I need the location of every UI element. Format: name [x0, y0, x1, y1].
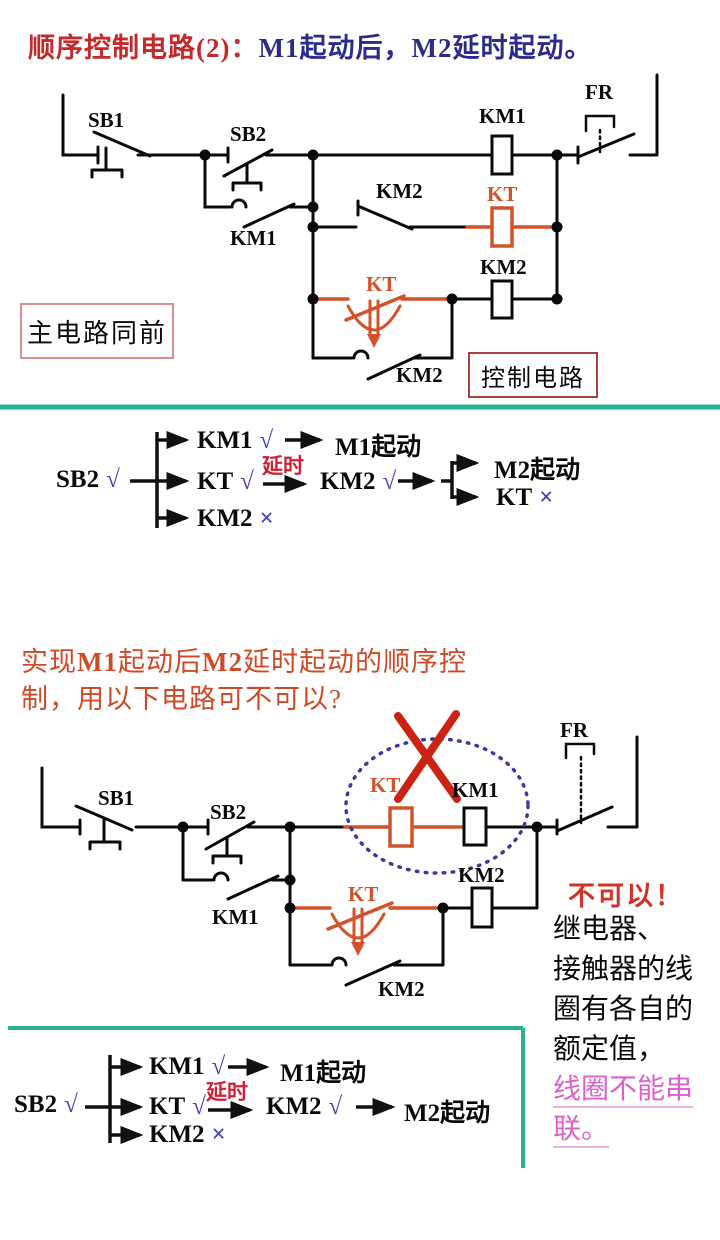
c1-km1-coil-label: KM1 — [479, 104, 526, 128]
c2-sb1-label: SB1 — [98, 786, 135, 810]
c2-km1-coil-label: KM1 — [452, 778, 499, 802]
c1-km1-aux-label: KM1 — [230, 226, 277, 250]
c2-kt-contact-label: KT — [348, 882, 379, 906]
c1-sb1-label: SB1 — [88, 108, 125, 132]
flow2-km2-off: KM2× — [149, 1121, 226, 1148]
flow2-km1: KM1√ — [149, 1053, 226, 1080]
c1-km2-nc-label: KM2 — [376, 179, 423, 203]
c1-km2-coil-label: KM2 — [480, 255, 527, 279]
verdict-line: 继电器、 — [553, 914, 666, 945]
question-line2: 制，用以下电路可不可以? — [21, 684, 342, 714]
check-mark: √ — [192, 1093, 206, 1120]
flow2-arrows — [85, 1055, 396, 1145]
flow1-kt-off: KT× — [496, 484, 554, 511]
kt-delay-arrow-icon — [351, 942, 365, 956]
c1-km2-aux-label: KM2 — [396, 363, 443, 387]
control-circuit-note: 控制电路 — [481, 365, 585, 392]
series-coils-ellipse-marker — [344, 737, 530, 875]
c2-km2-coil-label: KM2 — [458, 863, 505, 887]
km1-coil-symbol — [490, 134, 514, 176]
flow1-start: SB2√ — [56, 466, 120, 494]
main-circuit-note: 主电路同前 — [26, 318, 167, 348]
flow1-delay-label: 延时 — [262, 454, 304, 478]
circuit2-coils — [388, 806, 494, 929]
verdict-body: 继电器、 接触器的线 圈有各自的 额定值， 线圈不能串 联。 — [553, 910, 694, 1150]
flow1-km1: KM1√ — [197, 427, 274, 454]
kt-coil-symbol — [490, 206, 514, 248]
km2-coil-symbol — [470, 886, 494, 929]
c1-kt-contact-label: KT — [366, 272, 397, 296]
flow1-sb2: SB2 — [56, 466, 100, 493]
circuit2-junction-dots — [177, 821, 543, 914]
circuit2-wires — [40, 735, 639, 987]
verdict-line: 额定值， — [553, 1034, 666, 1065]
check-mark: √ — [328, 1093, 343, 1120]
flow1-m2-result: M2起动 — [494, 457, 581, 484]
flow1-kt: KT√ — [197, 468, 254, 495]
circuit2-orange-wires — [288, 825, 466, 946]
page-title: 顺序控制电路(2)：M1起动后，M2延时起动。 — [28, 26, 592, 65]
c2-kt-coil-label: KT — [370, 773, 401, 797]
c2-fr-label: FR — [560, 718, 588, 742]
cross-mark: × — [259, 505, 274, 532]
check-mark: √ — [211, 1053, 226, 1080]
flow1-arrows — [130, 430, 480, 528]
flow2-km2: KM2√ — [266, 1093, 343, 1120]
cross-mark: × — [211, 1121, 226, 1148]
control-circuit-note-box: 控制电路 — [468, 352, 598, 398]
kt-delay-arrow-icon — [367, 334, 381, 348]
circuit1-orange-wires — [311, 225, 559, 338]
cross-out-x-icon — [394, 710, 461, 803]
flow2-kt: KT√ — [149, 1093, 206, 1120]
verdict-pink-line: 线圈不能串 — [553, 1070, 694, 1110]
flow2-m2-result: M2起动 — [404, 1100, 491, 1127]
kt-coil-symbol — [388, 806, 414, 848]
c1-sb2-label: SB2 — [230, 122, 267, 146]
flow2-sb2: SB2 — [14, 1091, 58, 1118]
title-rest: M1起动后，M2延时起动。 — [258, 33, 593, 63]
question-text: 实现M1起动后M2延时起动的顺序控 制，用以下电路可不可以? — [21, 644, 467, 718]
flow1-km2: KM2√ — [320, 468, 397, 495]
circuit1-wires — [61, 73, 659, 381]
km2-coil-symbol — [490, 279, 514, 320]
c1-kt-coil-label: KT — [487, 182, 518, 206]
check-mark: √ — [64, 1091, 78, 1118]
main-circuit-note-box: 主电路同前 — [20, 303, 174, 359]
flow1-m1-result: M1起动 — [335, 434, 422, 461]
circuit1-coils — [490, 134, 514, 320]
flow2-delay-label: 延时 — [206, 1080, 248, 1104]
c2-sb2-label: SB2 — [210, 800, 247, 824]
c2-km1-aux-label: KM1 — [212, 905, 259, 929]
circuit1-junction-dots — [199, 149, 563, 305]
flow2-m1-result: M1起动 — [280, 1060, 367, 1087]
question-line1: 实现M1起动后M2延时起动的顺序控 — [21, 647, 467, 677]
title-lead: 顺序控制电路(2)： — [28, 33, 259, 63]
verdict-head: 不可以！ — [568, 881, 684, 911]
check-mark: √ — [106, 466, 120, 493]
flow2-start: SB2√ — [14, 1091, 78, 1119]
c1-fr-label: FR — [585, 80, 613, 104]
check-mark: √ — [240, 468, 254, 495]
flow1-km2-off: KM2× — [197, 505, 274, 532]
verdict-line: 圈有各自的 — [553, 994, 694, 1025]
cross-mark: × — [539, 484, 554, 511]
check-mark: √ — [382, 468, 397, 495]
km1-coil-symbol — [462, 806, 488, 847]
verdict-line: 接触器的线 — [553, 954, 694, 985]
check-mark: √ — [259, 427, 274, 454]
green-divider-lines — [0, 404, 720, 1168]
c2-km2-aux-label: KM2 — [378, 977, 425, 1001]
verdict-pink-line: 联。 — [553, 1110, 693, 1150]
